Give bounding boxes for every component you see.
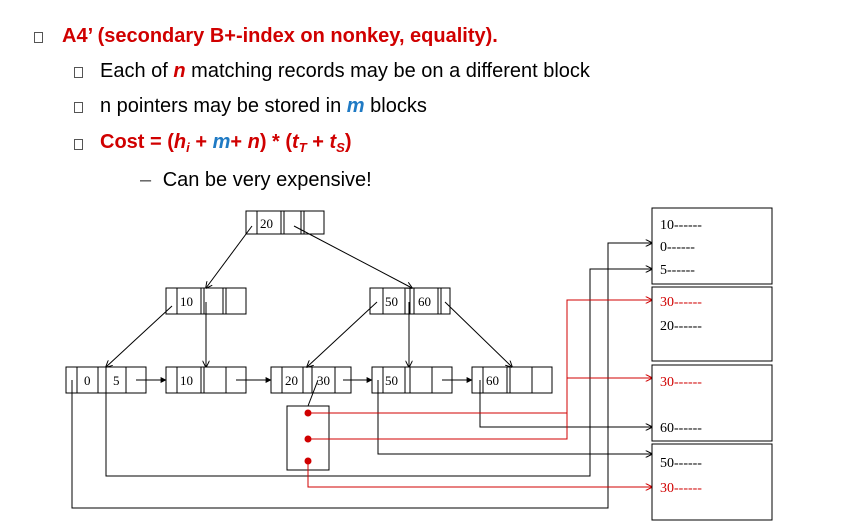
record-pointers-black: [71, 243, 652, 509]
bullet-icon: [74, 67, 83, 78]
root-key: 20: [260, 216, 273, 231]
leaf-key: 5: [113, 373, 120, 388]
internal-node-right: 50 60: [369, 287, 451, 315]
cost-h-sub: i: [186, 140, 190, 155]
record-entry: 30------: [660, 481, 702, 496]
cost-formula: Cost = (hi + m+ n) * (tT + tS): [100, 131, 351, 155]
node-key: 60: [418, 294, 431, 309]
sub-bullet: – Can be very expensive!: [140, 169, 372, 192]
record-entry: 60------: [660, 421, 702, 436]
record-block: 10------ 0------ 5------: [651, 207, 773, 285]
bullet-item-n-records: Each of n matching records may be on a d…: [100, 60, 590, 83]
sub-bullet-text: Can be very expensive!: [162, 169, 372, 191]
bullet-emph-n: n: [173, 60, 186, 82]
record-entry: 20------: [660, 319, 702, 334]
leaf-node: 20 30: [270, 366, 352, 394]
bullet-emph-m: m: [346, 95, 365, 117]
cost-t: t: [292, 131, 299, 153]
cost-plus: +: [230, 131, 248, 153]
bullet-icon: [74, 102, 83, 113]
node-key: 50: [385, 294, 398, 309]
record-entry: 30------: [660, 295, 702, 310]
record-entry: 50------: [660, 456, 702, 471]
node-key: 10: [180, 294, 193, 309]
pointer-bucket: [286, 405, 330, 471]
leaf-key: 30: [317, 373, 330, 388]
bullet-item-m-blocks: n pointers may be stored in m blocks: [100, 95, 427, 118]
bullet-icon: [74, 139, 83, 150]
record-entry: 0------: [660, 240, 695, 255]
leaf-key: 10: [180, 373, 193, 388]
record-block: 30------ 60------: [651, 364, 773, 442]
record-entry: 10------: [660, 218, 702, 233]
cost-paren: (: [167, 131, 174, 153]
cost-m: m: [212, 131, 231, 153]
tree-pointers: [106, 225, 512, 383]
leaf-key: 50: [385, 373, 398, 388]
slide-title: A4’ (secondary B+-index on nonkey, equal…: [62, 25, 498, 47]
cost-t: t: [329, 131, 337, 153]
cost-label: Cost =: [100, 131, 168, 153]
leaf-key: 20: [285, 373, 298, 388]
record-entry: 5------: [660, 263, 695, 278]
root-node: 20: [245, 210, 325, 235]
record-block: 30------ 20------: [651, 286, 773, 362]
cost-t-sub: T: [298, 140, 307, 155]
bullet-text-post: matching records may be on a different b…: [185, 60, 590, 82]
cost-plus: +: [189, 131, 213, 153]
leaf-key: 60: [486, 373, 499, 388]
cost-s-sub: S: [336, 140, 345, 155]
bullet-icon: [34, 32, 43, 43]
record-pointers-red: [307, 300, 652, 487]
record-block: 50------ 30------: [651, 443, 773, 521]
cost-h: h: [173, 131, 187, 153]
cost-n: n: [247, 131, 260, 153]
leaf-node: 60: [471, 366, 553, 394]
bullet-text-pre: Each of: [100, 60, 174, 82]
record-entry: 30------: [660, 375, 702, 390]
leaf-node: 10: [165, 366, 247, 394]
leaf-node: 50: [371, 366, 453, 394]
cost-plus: +: [306, 131, 330, 153]
sub-bullet-dash: –: [140, 169, 152, 191]
cost-mul: ) * (: [259, 131, 293, 153]
bullet-text-post: blocks: [364, 95, 427, 117]
cost-paren: ): [344, 131, 352, 153]
leaf-key: 0: [84, 373, 91, 388]
bullet-text-pre: n pointers may be stored in: [100, 95, 347, 117]
